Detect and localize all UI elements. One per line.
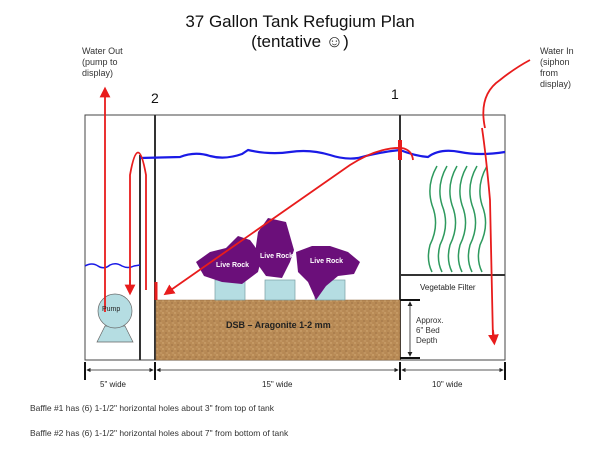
note-baffle-1: Baffle #1 has (6) 1-1/2" horizontal hole… — [30, 403, 275, 413]
live-rock-label-1: Live Rock — [216, 262, 250, 269]
flow-arrows — [99, 59, 531, 346]
dsb-label: DSB – Aragonite 1-2 mm — [226, 320, 331, 330]
water-line-pump-chamber — [84, 262, 141, 269]
diagram-subtitle: (tentative ☺) — [251, 32, 349, 51]
pump — [96, 293, 134, 343]
dim-label-left: 5" wide — [100, 380, 126, 389]
bed-depth-label: Approx. 6" Bed Depth — [416, 316, 444, 345]
bed-depth-dimension — [400, 299, 420, 359]
live-rock-label-3: Live Rock — [310, 258, 344, 265]
algae-strands — [427, 165, 488, 273]
note-baffle-2: Baffle #2 has (6) 1-1/2" horizontal hole… — [30, 428, 289, 438]
deep-sand-bed — [155, 299, 401, 361]
live-rocks — [196, 218, 360, 300]
dim-label-right: 10" wide — [432, 380, 463, 389]
pump-label: Pump — [102, 306, 121, 313]
width-dimensions — [84, 362, 506, 380]
water-in-label: Water In (siphon from display) — [540, 46, 574, 89]
diagram-title: 37 Gallon Tank Refugium Plan — [185, 12, 415, 31]
rock-pedestals — [214, 279, 346, 301]
baffle-2-number: 2 — [151, 90, 159, 106]
live-rock-label-2: Live Rock — [260, 253, 294, 260]
baffle-1-number: 1 — [391, 86, 399, 102]
water-out-label: Water Out (pump to display) — [82, 46, 123, 78]
vegetable-filter-label: Vegetable Filter — [420, 283, 476, 292]
water-line-main — [139, 148, 506, 160]
dim-label-middle: 15" wide — [262, 380, 293, 389]
